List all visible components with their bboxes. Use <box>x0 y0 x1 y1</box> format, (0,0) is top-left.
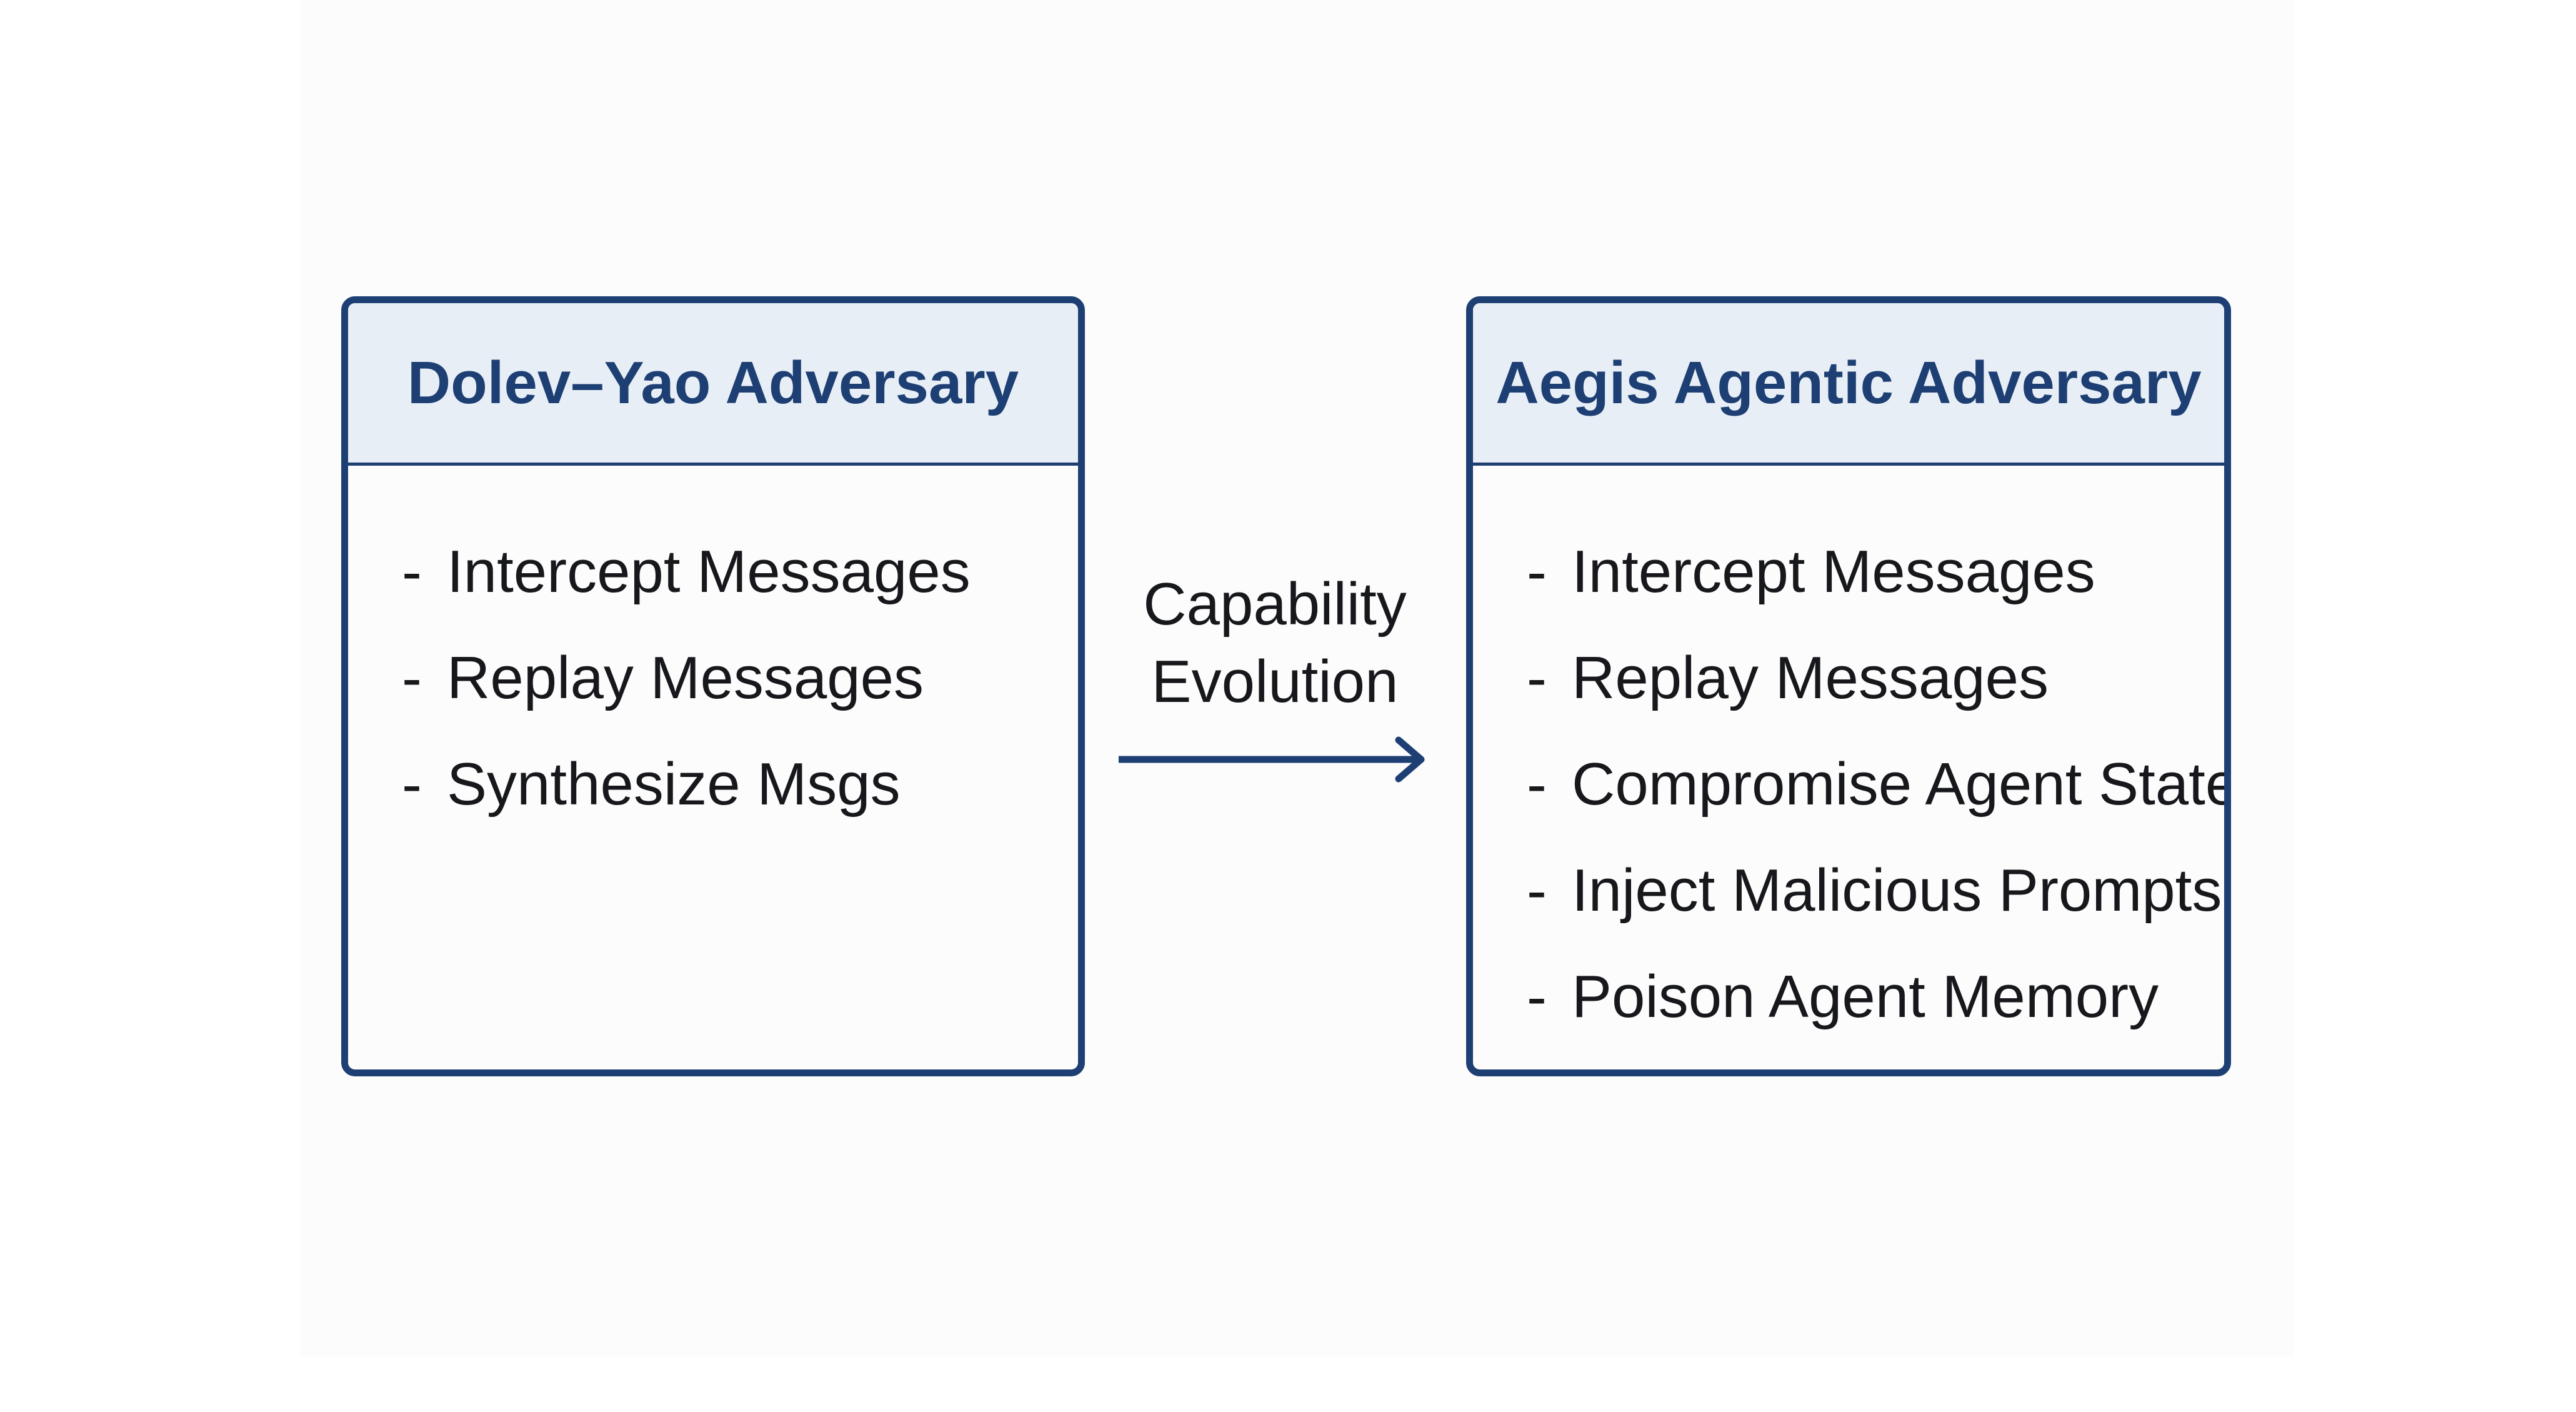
capability-evolution-label: Capability Evolution <box>1119 566 1431 721</box>
right-arrow-icon <box>1119 736 1425 783</box>
list-item: - Intercept Messages <box>402 519 971 625</box>
arrow-label-line-2: Evolution <box>1151 648 1399 715</box>
aegis-agentic-header: Aegis Agentic Adversary <box>1473 303 2224 466</box>
list-item-label: Inject Malicious Prompts <box>1572 857 2222 924</box>
list-item: - Inject Malicious Prompts <box>1527 838 2224 944</box>
aegis-agentic-title: Aegis Agentic Adversary <box>1495 349 2202 416</box>
bullet-dash: - <box>402 538 422 605</box>
list-item-label: Synthesize Msgs <box>447 751 901 818</box>
bullet-dash: - <box>1527 857 1547 924</box>
list-item-label: Replay Messages <box>447 644 924 711</box>
list-item: - Replay Messages <box>1527 625 2224 731</box>
aegis-agentic-capability-list: - Intercept Messages - Replay Messages -… <box>1527 519 2231 1050</box>
bullet-dash: - <box>402 751 422 818</box>
dolev-yao-box: Dolev–Yao Adversary - Intercept Messages… <box>341 296 1085 1076</box>
list-item-label: Poison Agent Memory <box>1572 963 2159 1030</box>
aegis-agentic-box: Aegis Agentic Adversary - Intercept Mess… <box>1466 296 2231 1076</box>
list-item-label: Replay Messages <box>1572 644 2049 711</box>
list-item: - Poison Agent Memory <box>1527 944 2224 1050</box>
list-item: - Intercept Messages <box>1527 519 2224 625</box>
list-item-label: Compromise Agent State <box>1572 751 2231 818</box>
dolev-yao-title: Dolev–Yao Adversary <box>407 349 1019 416</box>
bullet-dash: - <box>1527 963 1547 1030</box>
list-item: - Synthesize Msgs <box>402 731 971 838</box>
list-item-label: Intercept Messages <box>447 538 971 605</box>
bullet-dash: - <box>1527 751 1547 818</box>
list-item: - Replay Messages <box>402 625 971 731</box>
bullet-dash: - <box>1527 644 1547 711</box>
arrow-label-line-1: Capability <box>1143 571 1407 638</box>
bullet-dash: - <box>402 644 422 711</box>
dolev-yao-header: Dolev–Yao Adversary <box>348 303 1078 466</box>
list-item-label: Intercept Messages <box>1572 538 2095 605</box>
list-item: - Compromise Agent State <box>1527 731 2231 838</box>
dolev-yao-capability-list: - Intercept Messages - Replay Messages -… <box>402 519 971 838</box>
bullet-dash: - <box>1527 538 1547 605</box>
